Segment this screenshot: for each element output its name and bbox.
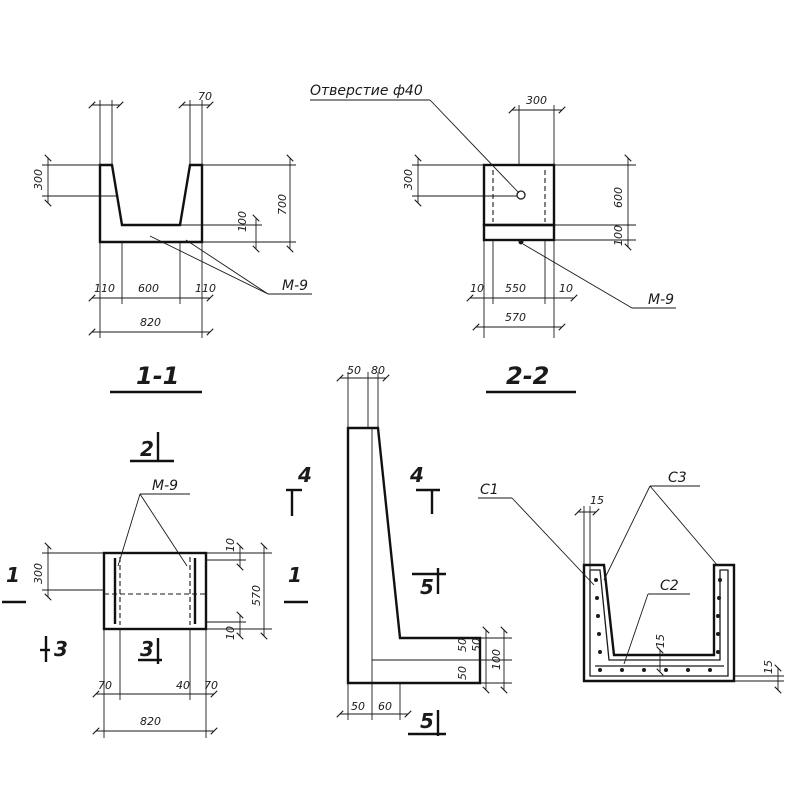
callout-m9-section-2: М-9 <box>648 292 674 308</box>
dim-text-15: 15 <box>590 494 604 507</box>
dim-text-100: 100 <box>612 225 625 246</box>
callout-m9-plan: М-9 <box>152 478 178 494</box>
leader-m9 <box>522 243 633 309</box>
plan-view: 2 300 570 10 10 70 40 70 820 <box>2 432 308 738</box>
dim-text-570: 570 <box>505 311 526 324</box>
dim-text-550: 550 <box>505 282 526 295</box>
wall-section: 50 80 50 50 50 100 50 60 4 4 5 5 <box>286 364 512 736</box>
dim-text-700: 700 <box>276 194 289 215</box>
reinforcement-section-outline <box>582 563 736 683</box>
section-mark-3-left: 3 <box>54 637 68 661</box>
section-2-2: 300 300 600 100 10 550 10 570 Отверстие … <box>310 83 676 394</box>
dim-text-820: 820 <box>140 715 161 728</box>
leader-hole <box>429 99 520 194</box>
leader-m9 <box>117 493 141 567</box>
dim-text-110: 110 <box>195 282 216 295</box>
callout-c3: С3 <box>668 470 687 486</box>
dim-text-15: 15 <box>762 660 775 674</box>
embed-dot <box>518 239 524 245</box>
leader-m9 <box>185 239 269 295</box>
callout-m9-section-1: М-9 <box>282 278 308 294</box>
callout-c2: С2 <box>660 578 679 594</box>
rebar-frame <box>589 569 729 677</box>
section-title-1-1: 1-1 <box>136 362 179 390</box>
dim-text-10: 10 <box>224 538 237 552</box>
dim-text-820: 820 <box>140 316 161 329</box>
dim-text-50: 50 <box>351 700 365 713</box>
rebar-dots <box>594 578 722 672</box>
dim-text-70-top: 70 <box>198 90 212 103</box>
leader-c3 <box>649 485 719 567</box>
dim-text-300-top: 300 <box>526 94 547 107</box>
section-mark-4-right: 4 <box>409 463 424 487</box>
leader-c3 <box>603 485 651 581</box>
section-1-1-outline <box>98 163 204 244</box>
dim-text-110: 110 <box>94 282 115 295</box>
section-2-2-upper-body <box>482 163 556 227</box>
section-mark-1-right: 1 <box>288 563 302 587</box>
reinforcement-section: С1 С3 С2 15 15 15 <box>478 470 784 694</box>
leader-c2 <box>623 593 649 665</box>
dim-text-50: 50 <box>347 364 361 377</box>
section-mark-3-right: 3 <box>140 637 154 661</box>
leader-m9 <box>149 235 269 295</box>
dim-text-10: 10 <box>559 282 573 295</box>
dim-text-50: 50 <box>456 666 469 680</box>
dim-text-60: 60 <box>378 700 392 713</box>
hole-circle <box>516 190 526 200</box>
dim-text-70: 70 <box>204 679 218 692</box>
callout-hole-d40: Отверстие ф40 <box>310 83 423 99</box>
dim-text-300: 300 <box>32 563 45 584</box>
callout-c1: С1 <box>480 482 499 498</box>
leader-m9 <box>139 493 188 567</box>
dim-text-100: 100 <box>236 211 249 232</box>
dim-text-50: 50 <box>470 638 483 652</box>
dim-text-15: 15 <box>654 634 667 648</box>
dim-text-10: 10 <box>470 282 484 295</box>
dim-text-10: 10 <box>224 626 237 640</box>
dim-text-600: 600 <box>138 282 159 295</box>
dim-text-600: 600 <box>612 187 625 208</box>
dim-text-70: 70 <box>98 679 112 692</box>
section-title-2-2: 2-2 <box>506 362 549 390</box>
dim-text-300: 300 <box>402 169 415 190</box>
section-mark-5-top: 5 <box>420 575 434 599</box>
dim-text-570: 570 <box>250 585 263 606</box>
section-1-1: 70 300 700 100 110 600 110 820 М-9 1-1 <box>32 90 312 394</box>
dim-text-50: 50 <box>456 638 469 652</box>
section-mark-5-bottom: 5 <box>420 709 434 733</box>
section-2-2-base <box>482 223 556 242</box>
dim-text-40: 40 <box>176 679 190 692</box>
dim-text-80: 80 <box>371 364 385 377</box>
leader-c1 <box>511 497 595 586</box>
section-mark-1-left: 1 <box>6 563 20 587</box>
plan-view-mark: 2 <box>140 437 154 461</box>
section-mark-4-left: 4 <box>297 463 312 487</box>
dim-text-300: 300 <box>32 169 45 190</box>
dim-text-100: 100 <box>490 649 503 670</box>
plan-outline <box>102 551 208 631</box>
